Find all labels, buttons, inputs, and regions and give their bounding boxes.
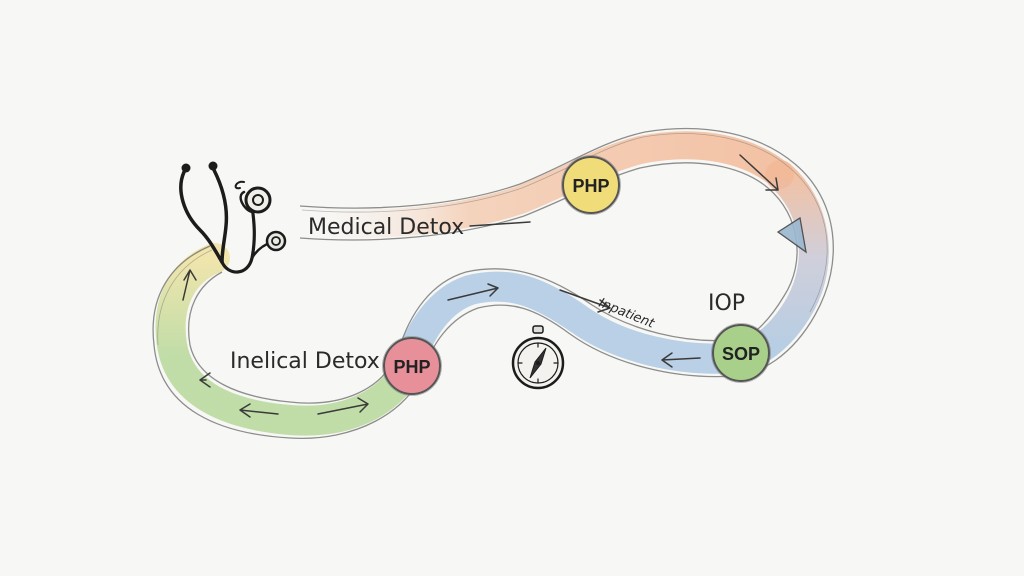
arrow-top-band [469,221,531,227]
node-php-top: PHP [561,155,621,215]
arrow-bottom-left [239,403,279,418]
direction-arrows [182,154,779,418]
node-php-bottom-label: PHP [393,357,430,377]
node-sop-label: SOP [722,344,760,364]
node-php-bottom: PHP [382,336,442,396]
arrow-lower-left [199,372,211,388]
label-iop: IOP [708,291,745,316]
pathway-band [155,131,829,436]
node-sop: SOP [711,323,771,383]
arrow-top-right [739,154,779,191]
arrow-middle-left [661,352,701,368]
arrow-bottom [317,397,369,415]
arrow-middle-up [447,283,499,301]
band-middle-blue [395,271,750,377]
triangle-marker [776,216,807,254]
stethoscope-icon [179,161,287,274]
arrow-inpatient [559,289,611,313]
band-bottom-green [155,243,425,436]
arrow-left-up [182,269,197,301]
label-inelical-detox: Inelical Detox [230,349,380,374]
label-medical-detox: Medical Detox [308,215,464,240]
compass-icon [511,325,565,390]
node-php-top-label: PHP [572,176,609,196]
